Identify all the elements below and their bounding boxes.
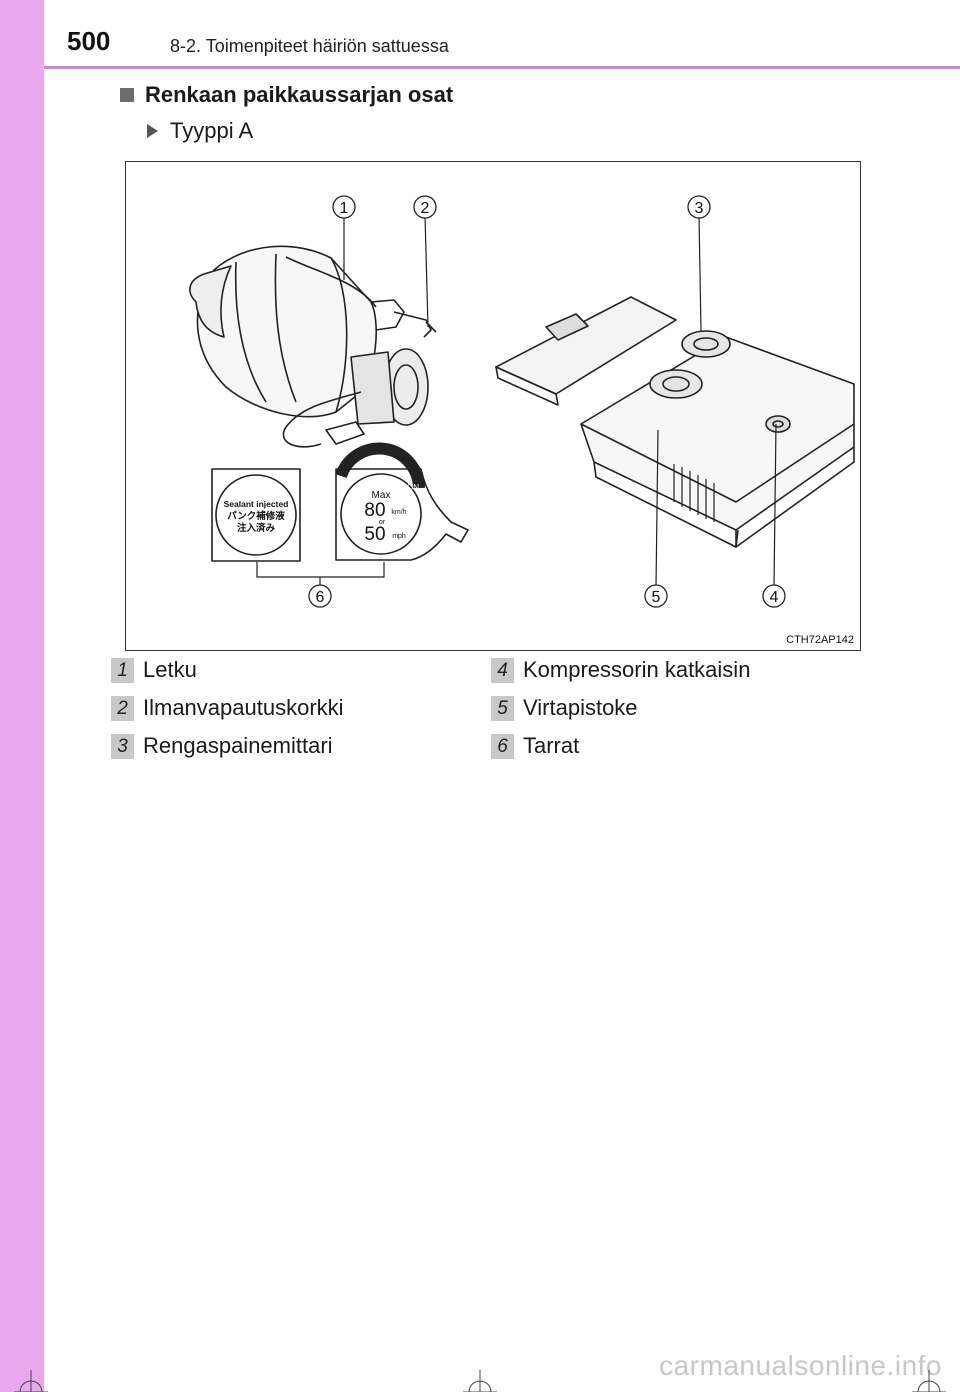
callout-6: 6 [316,589,325,606]
sticker-right-warning: 警告 [361,479,379,490]
sticker-right-caution: CAUTION [383,483,419,492]
sticker-right-or: or [379,519,386,526]
repair-kit-illustration: 1 2 3 4 5 6 Sealant injected パンク補修液 注入済み… [189,195,855,608]
legend-label-6: Tarrat [523,733,580,758]
legend-item-2: 2 Ilmanvapautuskorkki [111,695,344,721]
sticker-right-mph-unit: mph [392,533,406,540]
legend-number-2: 2 [111,695,134,721]
legend-number-5: 5 [491,695,514,721]
legend-number-3: 3 [111,733,134,759]
square-bullet-icon [120,88,134,102]
subheading-text: Renkaan paikkaussarjan osat [145,82,454,107]
repair-kit-figure: 1 2 3 4 5 6 Sealant injected パンク補修液 注入済み… [125,161,861,651]
callout-4: 4 [770,589,779,606]
crop-mark-left-icon [14,1370,48,1392]
type-label: Tyyppi A [147,118,253,144]
sticker-right-max: Max [372,490,391,501]
legend-label-5: Virtapistoke [523,695,638,720]
compressor-drawing [495,296,855,548]
sticker-right-kmh-unit: km/h [391,509,406,516]
type-label-text: Tyyppi A [170,118,254,143]
callout-1: 1 [340,200,349,217]
legend-label-1: Letku [143,657,197,682]
sticker-right-kmh-value: 80 [364,500,385,521]
triangle-bullet-icon [147,124,158,138]
legend-item-3: 3 Rengaspainemittari [111,733,333,759]
legend-item-1: 1 Letku [111,657,197,683]
header-divider [44,66,960,69]
footer-watermark-url: carmanualsonline.info [659,1350,942,1381]
leader-lines [256,214,777,588]
legend-number-6: 6 [491,733,514,759]
crop-mark-center-icon [463,1370,497,1392]
legend-label-3: Rengaspainemittari [143,733,333,758]
stickers-drawing [211,468,469,562]
callout-3: 3 [695,200,704,217]
sticker-left-line2: パンク補修液 [227,510,285,522]
legend-label-2: Ilmanvapautuskorkki [143,695,344,720]
subheading: Renkaan paikkaussarjan osat [120,82,453,108]
legend-item-6: 6 Tarrat [491,733,579,759]
legend-item-5: 5 Virtapistoke [491,695,638,721]
legend-number-1: 1 [111,657,134,683]
callout-2: 2 [421,200,430,217]
legend-label-4: Kompressorin katkaisin [523,657,751,682]
figure-code: CTH72AP142 [786,634,854,646]
callout-5: 5 [652,589,661,606]
section-title: 8-2. Toimenpiteet häiriön sattuessa [170,36,449,56]
side-color-bar [0,0,44,1392]
legend-item-4: 4 Kompressorin katkaisin [491,657,750,683]
sticker-right-mph-value: 50 [364,524,385,545]
sealant-bottle-drawing [189,245,437,448]
sticker-left-line1: Sealant injected [224,499,289,509]
page-number: 500 [67,26,111,56]
sticker-left-line3: 注入済み [237,522,276,534]
crop-mark-right-icon [912,1370,946,1392]
legend-number-4: 4 [491,657,514,683]
